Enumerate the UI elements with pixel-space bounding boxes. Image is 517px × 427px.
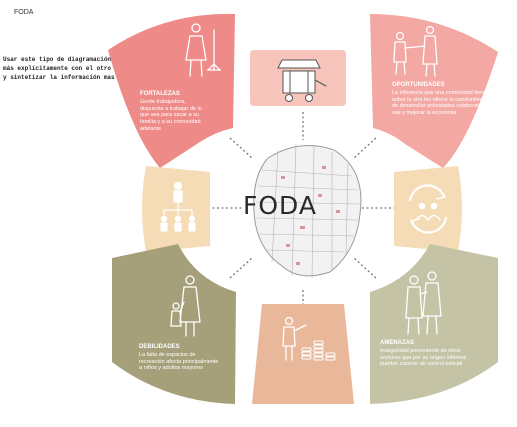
- center-label: FODA: [243, 191, 317, 220]
- amenazas-text: AMENAZAS Inseguridad proveniente de otro…: [380, 340, 496, 368]
- segment-amenazas: [370, 244, 498, 404]
- elderly-woman-child-icon: [170, 275, 201, 337]
- connector-lines: [208, 112, 394, 318]
- oportunidades-line: La influencia que una comunidad tiene: [392, 89, 487, 96]
- connector-top-left: [229, 137, 253, 159]
- organization-hierarchy-icon: [160, 181, 196, 232]
- oportunidades-line: de desarrollar actividades colaborati-: [392, 103, 482, 110]
- oportunidades-heading: OPORTUNIDADES: [392, 82, 445, 88]
- worker-figure-icon: [185, 23, 222, 77]
- fortalezas-line: familia y a su comunidad: [140, 119, 201, 126]
- fortalezas-line: adelante: [140, 125, 162, 132]
- amenazas-heading: AMENAZAS: [380, 340, 414, 346]
- people-cycle-icon: [408, 184, 448, 234]
- fortalezas-heading: FORTALEZAS: [140, 91, 180, 97]
- amenazas-line: Inseguridad proveniente de otros: [380, 347, 461, 354]
- segment-debilidades: [112, 244, 236, 404]
- connector-top-right: [353, 137, 377, 159]
- fortalezas-text: FORTALEZAS Gente trabajadora, dispuesta …: [140, 91, 232, 133]
- debilidades-line: La falta de espacios de: [139, 351, 196, 358]
- connector-bottom-left: [229, 257, 253, 279]
- fortalezas-line: dispuesta a trabajar de lo: [140, 105, 202, 112]
- instruction-note: Usar este tipo de diagramación, pero det…: [3, 55, 176, 82]
- note-line: más explícitamente con el otro archivo y…: [3, 65, 176, 72]
- segment-bottom-center: [252, 304, 354, 404]
- debilidades-text: DEBILIDADES La falta de espacios de recr…: [139, 344, 235, 372]
- page-title: FODA: [14, 9, 34, 16]
- couple-figure-icon: [405, 271, 442, 335]
- segment-right-center: [394, 166, 462, 252]
- amenazas-line: pueden carecer de control policial: [380, 361, 463, 368]
- connector-bottom-right: [353, 257, 377, 279]
- fortalezas-line: que sea para sacar a su: [140, 112, 200, 119]
- oportunidades-line: vas y mejorar la economia: [392, 110, 457, 117]
- debilidades-heading: DEBILIDADES: [139, 344, 180, 350]
- note-line: y sintetizar la información mas primordi…: [3, 74, 158, 81]
- person-coins-icon: [282, 316, 336, 361]
- city-map-icon: [253, 143, 362, 279]
- people-shaking-hands-icon: [393, 25, 438, 77]
- fortalezas-line: Gente trabajadora,: [140, 98, 186, 105]
- debilidades-line: recreación afecta principalmente: [139, 358, 219, 365]
- street-vendor-cart-icon: [277, 59, 327, 102]
- segment-oportunidades: [370, 14, 498, 168]
- oportunidades-line: sobre la otra les ofrece la oportunidad: [392, 96, 485, 103]
- segment-fortalezas: [108, 13, 235, 169]
- debilidades-line: a niños y adultos mayores: [139, 365, 203, 372]
- note-line: Usar este tipo de diagramación, pero det…: [3, 56, 173, 63]
- oportunidades-text: OPORTUNIDADES La influencia que una comu…: [392, 82, 496, 117]
- amenazas-line: sectores que por su origen informal: [380, 354, 467, 361]
- segment-left-center: [142, 166, 210, 252]
